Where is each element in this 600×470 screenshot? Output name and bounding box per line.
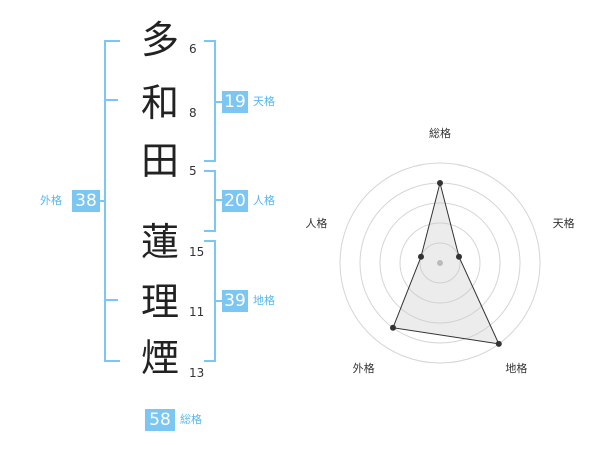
chikaku-connector [214,300,222,302]
radar-point-3 [495,340,502,347]
jinkaku-label: 人格 [253,194,275,207]
radar-ring-5 [339,162,541,364]
gaikaku-label: 外格 [40,194,62,207]
stroke-count-3: 5 [189,164,197,178]
stroke-count-6: 13 [189,366,205,380]
radar-data-polygon [392,182,500,345]
stroke-count-1: 6 [189,42,197,56]
chikaku-label: 地格 [253,294,275,307]
radar-axis-label-5: 人格 [305,216,327,230]
jinkaku-bracket [204,170,216,232]
soukaku-label: 総格 [180,413,202,426]
radar-point-4 [390,324,396,331]
radar-center-dot [437,260,443,266]
name-char-4: 蓮 [140,220,179,264]
name-char-6: 煙 [140,336,179,380]
chikaku-value: 39 [222,290,248,312]
radar-axis-label-2: 天格 [553,216,575,230]
gaikaku-value: 38 [72,190,100,212]
radar-ring-3 [379,202,501,324]
radar-point-2 [456,253,462,260]
radar-ring-2 [399,222,481,304]
stroke-count-2: 8 [189,106,197,120]
tenkaku-connector [214,101,222,103]
gaikaku-bracket [104,40,120,362]
soukaku-value: 58 [145,409,175,431]
gaikaku-bracket-mid-tick-2 [104,299,118,301]
tenkaku-label: 天格 [253,95,275,108]
name-char-2: 和 [140,81,179,125]
name-char-3: 田 [140,139,179,183]
radar-ring-1 [419,242,461,284]
radar-axis-label-3: 地格 [505,361,527,375]
jinkaku-connector [214,199,222,201]
radar-axis-label-4: 外格 [353,361,375,375]
radar-point-1 [437,180,443,186]
gaikaku-connector [98,200,104,202]
stroke-count-5: 11 [189,305,205,319]
tenkaku-value: 19 [222,91,248,113]
gaikaku-bracket-mid-tick [104,99,118,101]
jinkaku-value: 20 [222,190,248,212]
stroke-count-4: 15 [189,245,205,259]
radar-point-5 [418,253,424,260]
name-char-5: 理 [140,280,179,324]
radar-axis-label-1: 総格 [429,126,451,140]
name-char-1: 多 [140,18,179,62]
